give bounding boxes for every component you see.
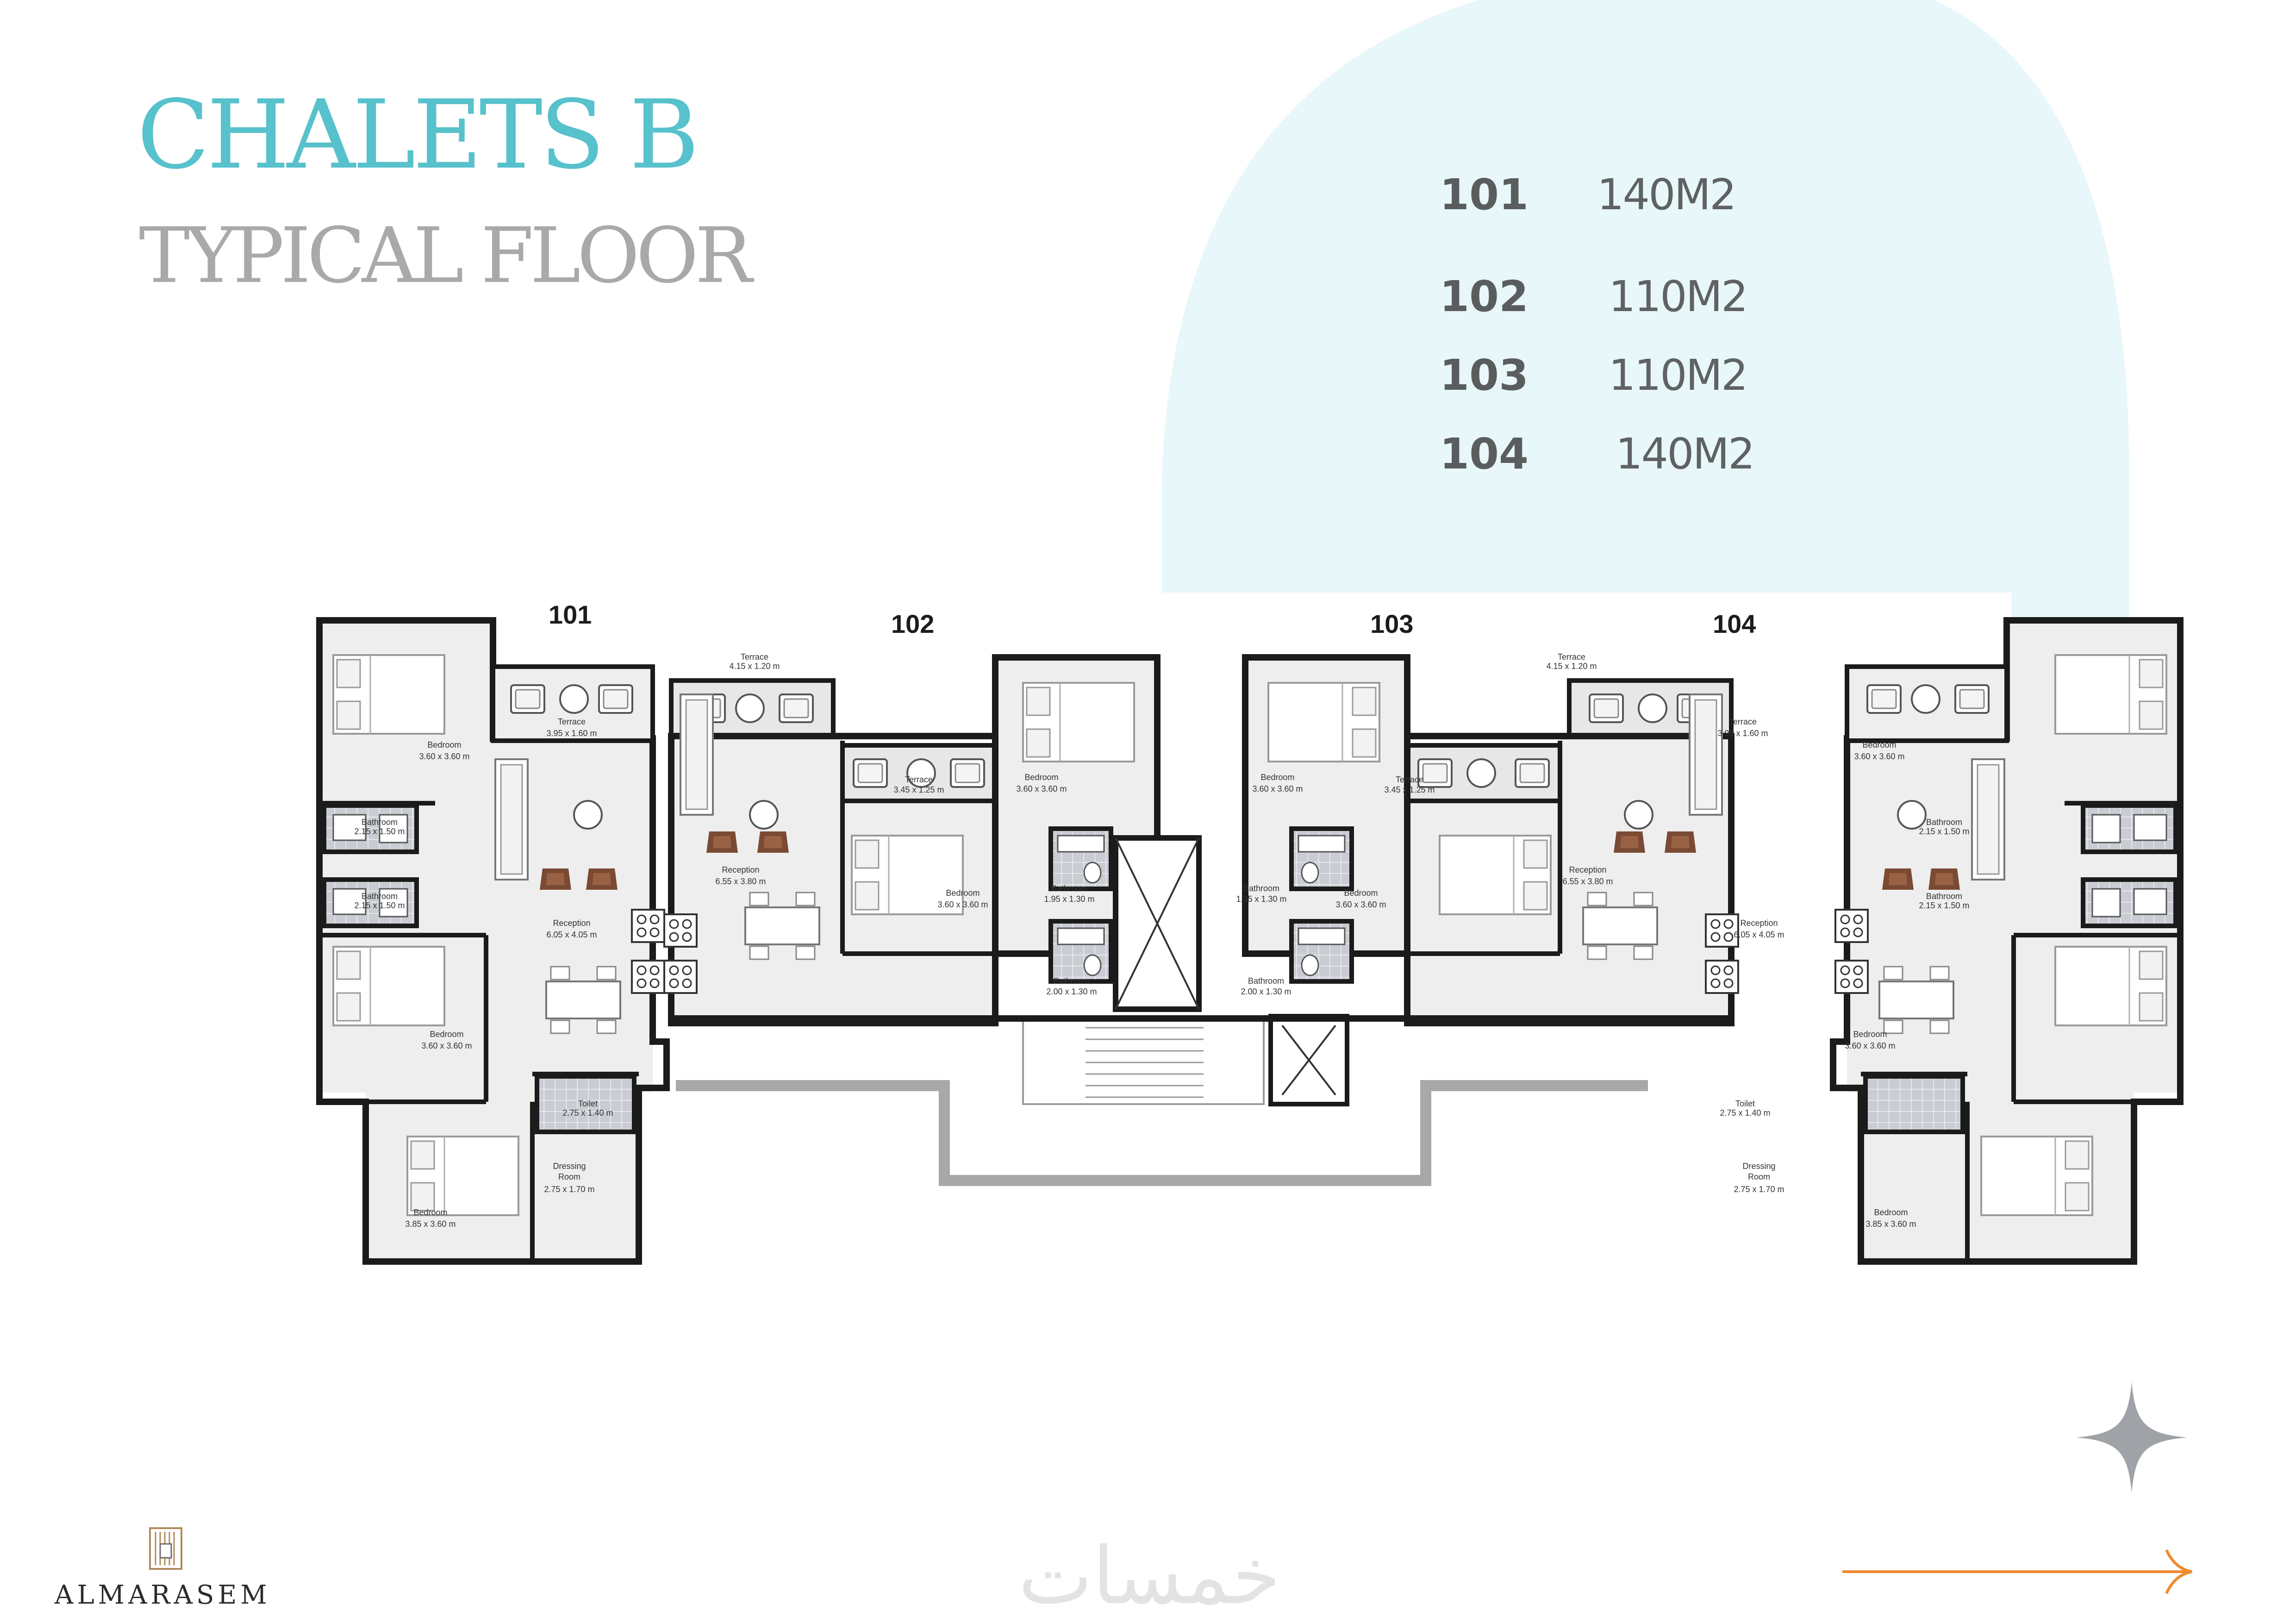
unit-area: 140M2 — [1616, 429, 1755, 479]
label-dressing-dim: 2.75 x 1.70 m — [1734, 1185, 1784, 1194]
label-bathroom-dim: 2.15 x 1.50 m — [1919, 827, 1969, 836]
label-bathroom-dim: 2.00 x 1.30 m — [1046, 987, 1097, 996]
label-bathroom: Bathroom — [1926, 892, 1962, 901]
label-bedroom-dim: 3.85 x 3.60 m — [405, 1219, 455, 1229]
plan-label-104: 104 — [1713, 609, 1756, 638]
label-bedroom-dim: 3.60 x 3.60 m — [1252, 784, 1303, 793]
label-reception: Reception — [1740, 918, 1778, 928]
page-title: CHALETS B — [137, 80, 699, 190]
label-reception: Reception — [553, 918, 590, 928]
label-bedroom-dim: 3.60 x 3.60 m — [1335, 900, 1386, 909]
label-terrace-dim: 3.45 x 1.25 m — [893, 785, 944, 794]
label-reception-dim: 6.05 x 4.05 m — [546, 930, 597, 939]
label-bedroom: Bedroom — [413, 1208, 447, 1217]
label-dressing-dim: 2.75 x 1.70 m — [544, 1185, 594, 1194]
label-terrace: Terrace — [1729, 717, 1757, 726]
label-bedroom-dim: 3.60 x 3.60 m — [1845, 1041, 1895, 1050]
label-reception: Reception — [722, 865, 759, 874]
label-bathroom: Bathroom — [362, 892, 398, 901]
plan-label-101: 101 — [549, 600, 592, 629]
label-bedroom: Bedroom — [1874, 1208, 1908, 1217]
label-bedroom: Bedroom — [1862, 740, 1896, 750]
label-bedroom: Bedroom — [430, 1030, 463, 1039]
label-terrace-dim: 3.45 x 1.25 m — [1384, 785, 1435, 794]
label-bathroom: Bathroom — [1243, 884, 1279, 893]
label-terrace: Terrace — [905, 775, 933, 784]
unit-row: 103 110M2 — [1440, 354, 1810, 410]
page-subtitle: TYPICAL FLOOR — [139, 211, 752, 300]
unit-number: 104 — [1440, 429, 1529, 479]
label-terrace-dim: 3.95 x 1.60 m — [546, 729, 597, 738]
unit-103-plan — [1242, 654, 1739, 1026]
unit-area: 110M2 — [1609, 272, 1748, 321]
label-reception-dim: 6.55 x 3.80 m — [715, 877, 766, 886]
watermark: خمسات — [1018, 1530, 1281, 1622]
label-bedroom: Bedroom — [946, 888, 980, 898]
unit-number: 102 — [1440, 272, 1529, 321]
label-terrace-dim: 3.95 x 1.60 m — [1717, 729, 1768, 738]
label-room: Room — [1748, 1172, 1770, 1181]
label-bedroom: Bedroom — [1344, 888, 1378, 898]
unit-row: 101 140M2 — [1440, 174, 1810, 229]
label-bedroom: Bedroom — [427, 740, 461, 750]
label-reception: Reception — [1569, 865, 1606, 874]
panel-shape — [1162, 0, 2129, 1051]
label-terrace: Terrace — [558, 717, 586, 726]
label-terrace-dim: 4.15 x 1.20 m — [1546, 662, 1597, 671]
label-bedroom-dim: 3.60 x 3.60 m — [421, 1041, 472, 1050]
label-bedroom: Bedroom — [1853, 1030, 1887, 1039]
unit-number: 101 — [1440, 170, 1529, 219]
label-bathroom-dim: 2.00 x 1.30 m — [1241, 987, 1291, 996]
label-room: Room — [558, 1172, 580, 1181]
label-bathroom-dim: 2.15 x 1.50 m — [354, 827, 405, 836]
plan-label-103: 103 — [1370, 609, 1414, 638]
label-toilet: Toilet — [578, 1099, 598, 1108]
logo-icon — [149, 1527, 182, 1570]
label-bedroom: Bedroom — [1260, 773, 1294, 782]
label-toilet-dim: 2.75 x 1.40 m — [1720, 1108, 1770, 1118]
unit-104-plan — [1833, 620, 2180, 1262]
unit-area: 110M2 — [1609, 350, 1748, 400]
label-bedroom-dim: 3.60 x 3.60 m — [1854, 752, 1904, 761]
label-bathroom-dim: 2.15 x 1.50 m — [354, 901, 405, 910]
label-bathroom-dim: 2.15 x 1.50 m — [1919, 901, 1969, 910]
label-terrace: Terrace — [741, 652, 768, 662]
label-bathroom: Bathroom — [1054, 976, 1090, 986]
label-bedroom-dim: 3.85 x 3.60 m — [1866, 1219, 1916, 1229]
unit-area: 140M2 — [1597, 170, 1737, 219]
arrow-right-icon[interactable] — [1838, 1546, 2199, 1597]
label-terrace: Terrace — [1558, 652, 1585, 662]
label-reception-dim: 6.05 x 4.05 m — [1734, 930, 1784, 939]
room-labels: Bedroom 3.60 x 3.60 m Bathroom 2.15 x 1.… — [354, 652, 1969, 1229]
label-terrace-dim: 4.15 x 1.20 m — [729, 662, 780, 671]
label-bathroom: Bathroom — [1051, 884, 1087, 893]
label-terrace: Terrace — [1396, 775, 1423, 784]
label-bathroom: Bathroom — [362, 818, 398, 827]
unit-row: 104 140M2 — [1440, 433, 1810, 488]
unit-row: 102 110M2 — [1440, 275, 1810, 331]
label-bathroom: Bathroom — [1926, 818, 1962, 827]
label-toilet: Toilet — [1735, 1099, 1755, 1108]
label-bedroom-dim: 3.60 x 3.60 m — [937, 900, 988, 909]
label-bathroom-dim: 1.95 x 1.30 m — [1044, 894, 1094, 904]
label-bedroom-dim: 3.60 x 3.60 m — [419, 752, 469, 761]
plan-label-102: 102 — [891, 609, 935, 638]
label-reception-dim: 6.55 x 3.80 m — [1562, 877, 1613, 886]
label-dressing: Dressing — [1742, 1162, 1775, 1171]
unit-101-plan — [319, 620, 667, 1262]
label-bathroom: Bathroom — [1248, 976, 1284, 986]
label-bathroom-dim: 1.95 x 1.30 m — [1236, 894, 1286, 904]
label-bedroom: Bedroom — [1024, 773, 1058, 782]
building-core — [671, 835, 1731, 1186]
label-toilet-dim: 2.75 x 1.40 m — [562, 1108, 613, 1118]
brand-name: ALMARASEM — [55, 1580, 271, 1610]
label-dressing: Dressing — [553, 1162, 586, 1171]
sparkle-icon — [2076, 1382, 2187, 1493]
label-bedroom-dim: 3.60 x 3.60 m — [1016, 784, 1067, 793]
unit-102-plan — [663, 654, 1160, 1026]
unit-number: 103 — [1440, 350, 1529, 400]
